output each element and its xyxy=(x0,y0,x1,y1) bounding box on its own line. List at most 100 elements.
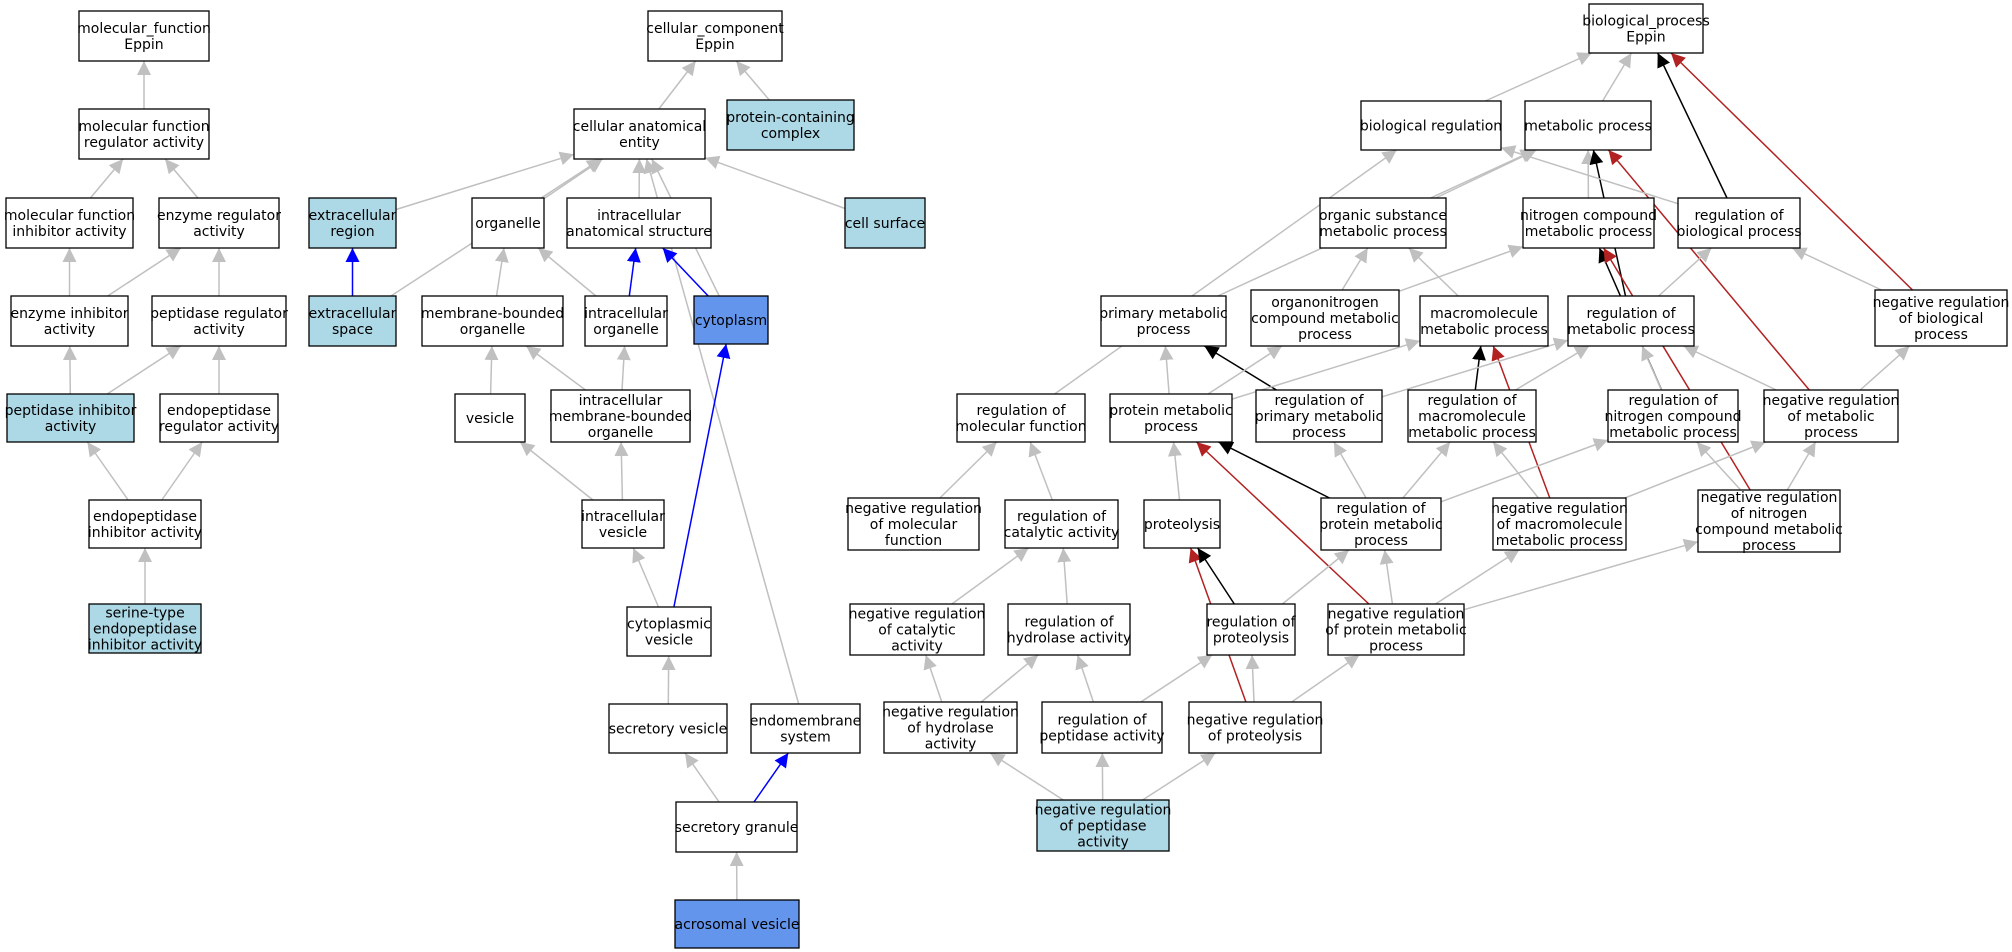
node-box[interactable] xyxy=(849,603,985,656)
go-term-node-cs[interactable]: cell surface xyxy=(844,197,926,249)
node-box[interactable] xyxy=(1524,100,1652,151)
node-box[interactable] xyxy=(1327,603,1465,656)
node-box[interactable] xyxy=(883,701,1018,754)
node-box[interactable] xyxy=(956,393,1086,443)
node-box[interactable] xyxy=(308,197,397,249)
node-box[interactable] xyxy=(471,197,545,249)
node-box[interactable] xyxy=(566,197,712,249)
node-box[interactable] xyxy=(1036,799,1170,852)
node-box[interactable] xyxy=(1188,701,1322,754)
node-box[interactable] xyxy=(88,499,202,549)
node-box[interactable] xyxy=(1492,497,1627,551)
node-box[interactable] xyxy=(1697,489,1841,553)
node-box[interactable] xyxy=(750,703,861,754)
node-box[interactable] xyxy=(1607,389,1739,443)
node-box[interactable] xyxy=(421,295,564,347)
go-term-node-prot[interactable]: proteolysis xyxy=(1143,499,1221,549)
node-box[interactable] xyxy=(1143,499,1221,549)
node-box[interactable] xyxy=(6,393,135,443)
node-box[interactable] xyxy=(1004,499,1119,549)
node-box[interactable] xyxy=(847,497,980,551)
node-box[interactable] xyxy=(308,295,397,347)
node-box[interactable] xyxy=(1320,497,1442,551)
node-box[interactable] xyxy=(1109,393,1233,443)
go-term-node-mp[interactable]: metabolic process xyxy=(1524,100,1652,151)
go-term-node-cyt[interactable]: cytoplasm xyxy=(693,295,769,345)
node-box[interactable] xyxy=(726,99,855,151)
node-box[interactable] xyxy=(844,197,926,249)
node-box[interactable] xyxy=(88,603,202,654)
node-box[interactable] xyxy=(78,108,210,160)
node-box[interactable] xyxy=(1206,603,1296,656)
go-term-node-org[interactable]: organelle xyxy=(471,197,545,249)
node-box[interactable] xyxy=(454,393,526,443)
node-box[interactable] xyxy=(1763,389,1899,443)
node-box[interactable] xyxy=(10,295,129,347)
node-box[interactable] xyxy=(1041,701,1163,754)
node-box[interactable] xyxy=(573,108,706,160)
node-box[interactable] xyxy=(1588,3,1704,54)
node-box[interactable] xyxy=(674,899,800,949)
node-box[interactable] xyxy=(1407,389,1537,443)
node-box[interactable] xyxy=(626,606,712,657)
go-term-node-sg[interactable]: secretory granule xyxy=(675,801,799,853)
node-box[interactable] xyxy=(151,295,287,347)
node-box[interactable] xyxy=(581,499,665,549)
node-box[interactable] xyxy=(1250,289,1400,347)
go-term-node-av[interactable]: acrosomal vesicle xyxy=(674,899,800,949)
node-box[interactable] xyxy=(78,10,210,62)
node-box[interactable] xyxy=(1522,197,1655,249)
node-box[interactable] xyxy=(647,10,783,62)
go-term-node-ves[interactable]: vesicle xyxy=(454,393,526,443)
node-box[interactable] xyxy=(159,393,279,443)
go-term-node-breg[interactable]: biological regulation xyxy=(1360,100,1502,151)
node-box[interactable] xyxy=(1007,603,1131,656)
node-box[interactable] xyxy=(1319,197,1447,249)
node-box[interactable] xyxy=(1100,295,1227,347)
node-box[interactable] xyxy=(1360,100,1502,151)
node-box[interactable] xyxy=(1567,295,1695,347)
